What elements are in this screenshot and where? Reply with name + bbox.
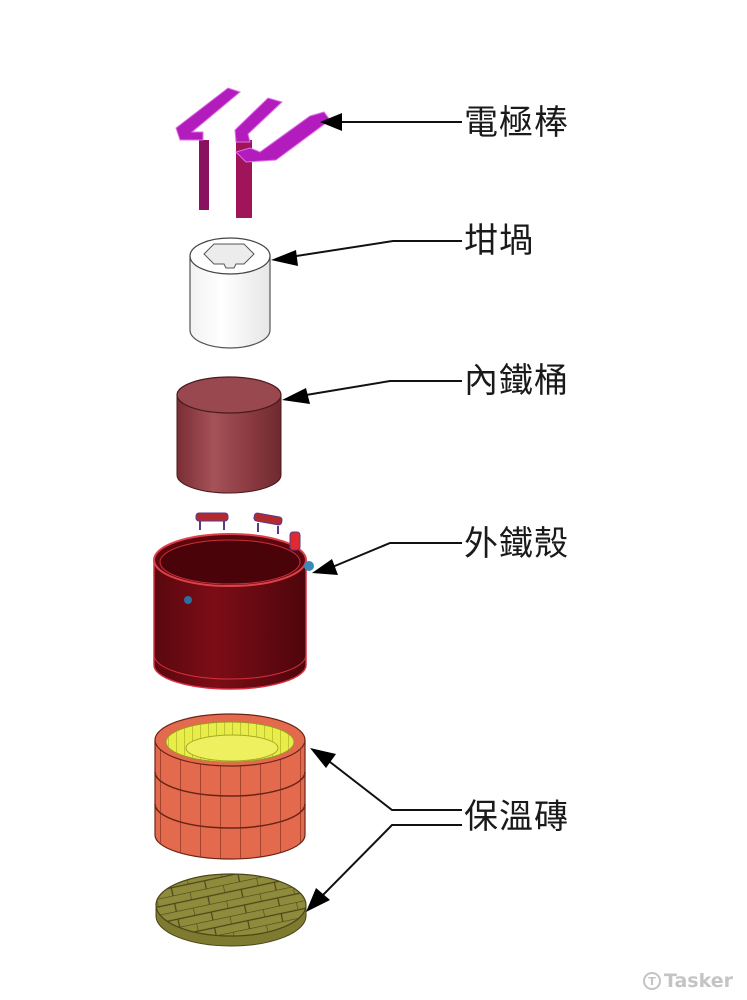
arrowhead-icon: [320, 113, 342, 131]
inner-drum: [176, 376, 282, 494]
shell-clamp: [253, 512, 283, 534]
electrode-rod-right-arm: [235, 111, 331, 163]
crucible-inner-opening: [203, 243, 255, 269]
electrode-rod-left-leg: [199, 140, 209, 210]
shell-lug-right: [304, 561, 314, 571]
watermark: T Tasker: [642, 970, 733, 992]
shell-clamp: [195, 512, 229, 530]
label-electrode: 電極棒: [464, 103, 569, 143]
electrode-rod-middle-arm: [234, 97, 283, 143]
leader-insulation-base: [321, 824, 462, 897]
shell-clamp: [289, 531, 301, 551]
insulation-brick-ring: [154, 713, 306, 860]
label-crucible: 坩堝: [464, 221, 534, 261]
electrode-rod-left-arm: [175, 87, 242, 141]
label-inner-drum: 內鐵桶: [464, 361, 569, 401]
label-outer-shell: 外鐵殼: [464, 524, 569, 564]
arrowhead-icon: [312, 559, 338, 575]
arrowhead-icon: [271, 250, 298, 266]
leader-outer-shell: [329, 542, 462, 569]
arrowhead-icon: [306, 888, 330, 912]
arrowheads: [271, 113, 342, 912]
leader-insulation-ring: [329, 761, 462, 811]
arrowhead-icon: [282, 388, 310, 404]
electrode-rods: [175, 87, 331, 218]
tasker-logo-icon: T: [642, 972, 661, 990]
watermark-text: Tasker: [663, 970, 733, 992]
outer-shell: [153, 512, 314, 690]
shell-lug-left: [184, 596, 192, 604]
leader-inner-drum: [299, 380, 462, 397]
leader-crucible: [289, 240, 462, 258]
crucible: [189, 237, 271, 349]
leader-lines: [289, 121, 462, 897]
insulation-brick-base: [155, 873, 307, 947]
label-insulation-brick: 保溫磚: [464, 797, 569, 837]
arrowhead-icon: [310, 748, 336, 768]
